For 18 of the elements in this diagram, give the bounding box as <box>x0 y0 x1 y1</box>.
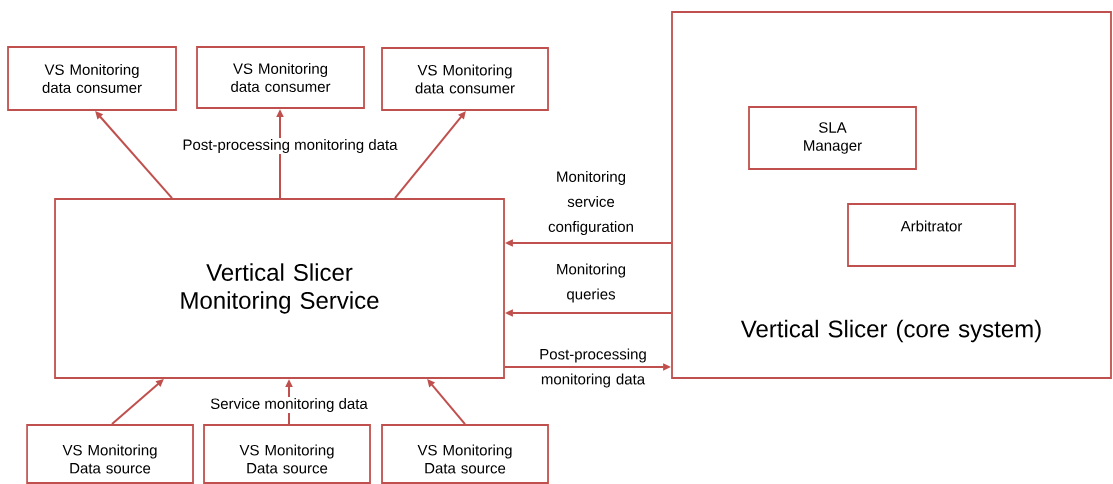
process-box: VS Monitoring data consumer <box>196 46 365 109</box>
process-box: VS Monitoring Data source <box>381 424 549 484</box>
edge-label: Service monitoring data <box>209 397 369 413</box>
edge-label: Post-processing monitoring data <box>181 138 399 154</box>
process-box: VS Monitoring data consumer <box>7 46 177 111</box>
edge-label: Monitoring queries <box>557 263 626 303</box>
arrow <box>111 379 164 426</box>
process-box: VS Monitoring Data source <box>26 424 194 484</box>
process-box: VS Monitoring Data source <box>203 424 371 484</box>
process-box: Vertical Slicer Monitoring Service <box>54 198 505 379</box>
arrow <box>95 111 173 200</box>
edge-label: Monitoring service configuration <box>548 171 633 235</box>
edge-label: Post-processing monitoring data <box>540 348 646 388</box>
process-box: VS Monitoring data consumer <box>381 47 549 111</box>
process-box: Arbitrator <box>847 203 1016 267</box>
arrow <box>427 379 466 426</box>
arrow <box>394 111 466 200</box>
process-box: SLA Manager <box>748 106 917 170</box>
